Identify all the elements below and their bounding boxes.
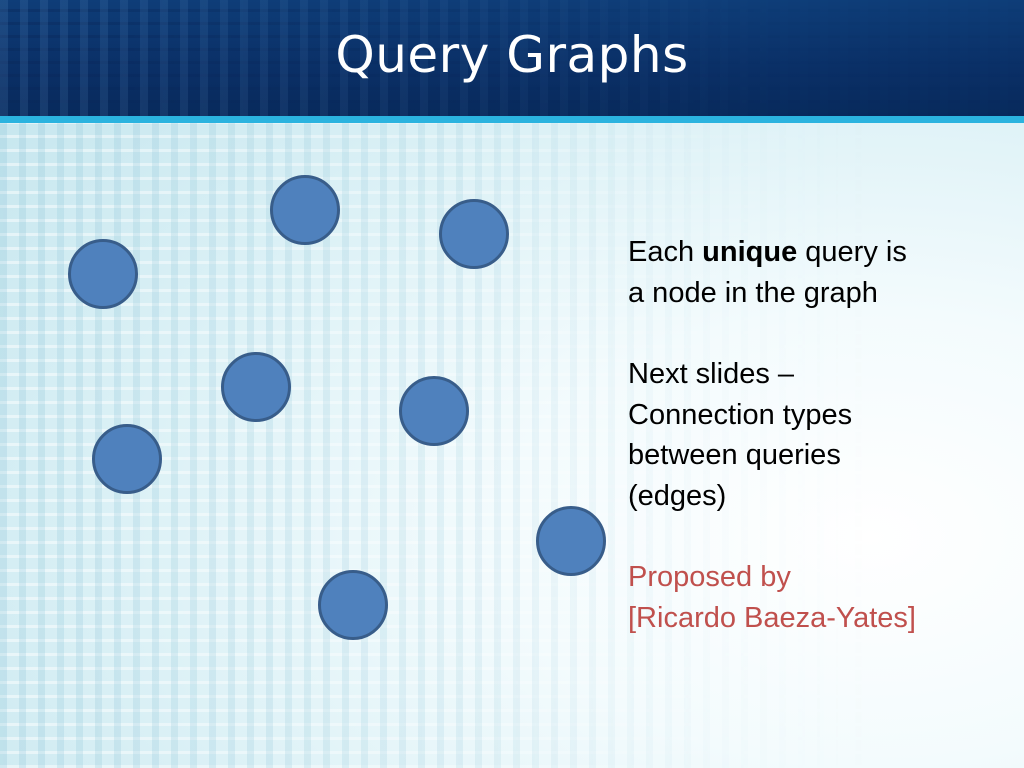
next-slides-line-3: between queries: [628, 439, 841, 471]
graph-node: [221, 352, 291, 422]
graph-node: [270, 175, 340, 245]
graph-node: [68, 239, 138, 309]
graph-node: [92, 424, 162, 494]
body-line-1-prefix: Each: [628, 236, 695, 268]
graph-node: [318, 570, 388, 640]
next-slides-line-2: Connection types: [628, 398, 853, 431]
title-divider: [0, 116, 1024, 123]
graph-node: [439, 199, 509, 269]
credit-line-2: [Ricardo Baeza-Yates]: [628, 601, 916, 634]
body-line-1-suffix: query is: [805, 236, 907, 268]
body-line-1: Each unique query is: [628, 232, 1008, 273]
next-slides-line-1: Next slides –: [628, 358, 795, 390]
graph-node: [536, 506, 606, 576]
background-texture: [0, 120, 1024, 768]
title-bar-texture: [0, 0, 1024, 116]
next-slides-line-4: (edges): [628, 479, 727, 512]
body-line-2: a node in the graph: [628, 276, 878, 309]
slide-title: Query Graphs: [335, 26, 689, 84]
graph-node: [399, 376, 469, 446]
credit-line-1: Proposed by: [628, 561, 791, 593]
unique-emphasis: unique: [702, 236, 798, 268]
title-bar: Query Graphs: [0, 0, 1024, 116]
slide-body-text: Each unique query is a node in the graph…: [628, 232, 1008, 638]
